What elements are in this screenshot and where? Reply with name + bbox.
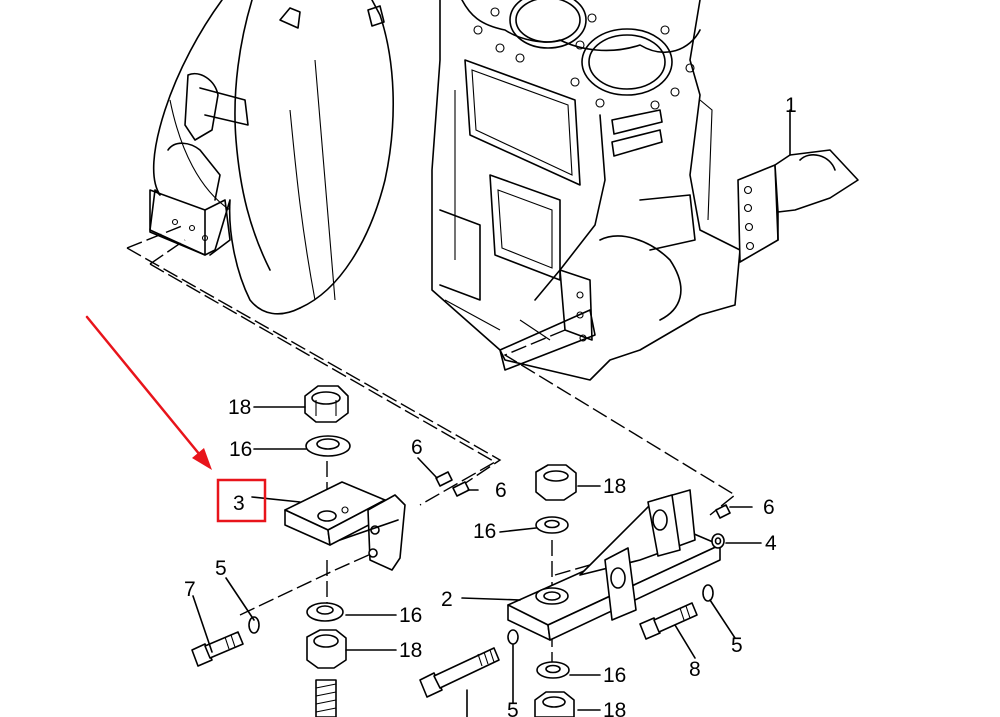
callout-18-left-top: 18 xyxy=(228,396,251,419)
callout-5-left: 5 xyxy=(215,557,227,580)
highlight-box xyxy=(216,478,267,523)
head-bolt-holes xyxy=(473,7,695,110)
callout-leaders xyxy=(192,406,762,717)
washer-16-bottom xyxy=(306,602,344,622)
callout-1: 1 xyxy=(785,94,797,117)
washer-16-right-top xyxy=(535,516,569,534)
flywheel-housing xyxy=(149,0,394,315)
right-mount-assembly xyxy=(419,464,731,717)
callout-2: 2 xyxy=(441,588,453,611)
nut-18-top xyxy=(304,385,349,423)
callout-18-right-bottom: 18 xyxy=(603,699,626,717)
nut-18-right-top xyxy=(535,464,577,501)
nut-18-bottom xyxy=(306,629,347,669)
red-pointer-arrow xyxy=(85,315,212,470)
callout-18-right-top: 18 xyxy=(603,475,626,498)
callout-8: 8 xyxy=(689,658,701,681)
stud-6-right xyxy=(715,504,731,519)
callout-18-left-bottom: 18 xyxy=(399,639,422,662)
washer-4 xyxy=(711,533,725,549)
part-1-front-bracket xyxy=(737,109,859,263)
callout-16-left-bottom: 16 xyxy=(399,604,422,627)
threaded-stud xyxy=(315,679,337,717)
callout-6-middle: 6 xyxy=(495,479,507,502)
callout-5-right: 5 xyxy=(731,634,743,657)
washer-5-bottom xyxy=(507,629,519,645)
washer-5-left xyxy=(248,616,260,634)
callout-3: 3 xyxy=(233,492,245,515)
callout-6-right: 6 xyxy=(763,496,775,519)
bolt-8 xyxy=(639,602,698,640)
part-3-mount-block xyxy=(284,481,406,571)
callout-5-bottom: 5 xyxy=(507,699,519,717)
callout-16-right-top: 16 xyxy=(473,520,496,543)
engine-block xyxy=(431,0,741,381)
callout-4: 4 xyxy=(765,532,777,555)
callout-6-left: 6 xyxy=(411,436,423,459)
washer-5-right xyxy=(702,584,714,602)
left-mount-assembly xyxy=(191,385,470,717)
stud-6-upper xyxy=(435,471,453,487)
callout-16-right-bottom: 16 xyxy=(603,664,626,687)
nut-18-right-bottom xyxy=(534,691,575,717)
part-2-mount-bracket xyxy=(507,489,721,641)
long-bolt xyxy=(419,647,500,698)
callout-16-left-top: 16 xyxy=(229,438,252,461)
washer-16-right-bottom xyxy=(536,661,570,679)
bolt-7 xyxy=(191,631,244,667)
callout-7: 7 xyxy=(184,578,196,601)
assembly-leader-lines xyxy=(126,225,737,665)
washer-16-top xyxy=(305,435,351,457)
callout-labels: 1 2 3 4 5 5 5 6 6 6 7 8 16 16 16 16 18 1… xyxy=(184,94,797,717)
